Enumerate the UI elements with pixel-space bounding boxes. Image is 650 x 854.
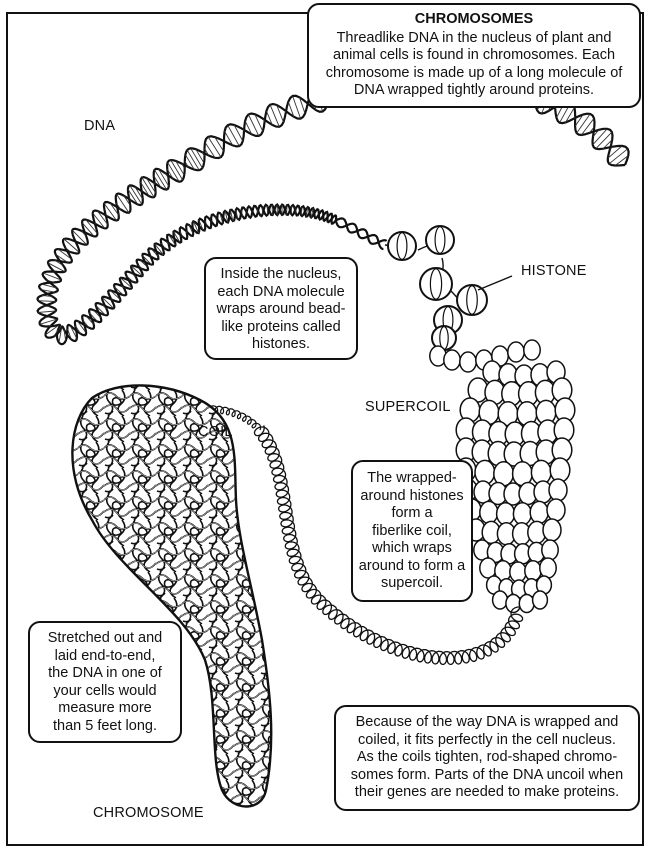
supercoil: [429, 339, 576, 614]
coil-label: COIL: [198, 424, 233, 440]
histone-beads: [387, 225, 488, 351]
chromosome-label: CHROMOSOME: [93, 805, 204, 821]
title-box: CHROMOSOMES Threadlike DNA in the nucleu…: [307, 3, 641, 108]
length-note-text: Stretched out and laid end-to-end, the D…: [47, 630, 163, 734]
page-title: CHROMOSOMES: [414, 11, 534, 27]
length-note-box: Stretched out and laid end-to-end, the D…: [28, 621, 182, 743]
coil-note-box: The wrapped- around histones form a fibe…: [351, 460, 473, 602]
nucleus-note-text: Inside the nucleus, each DNA molecule wr…: [216, 266, 346, 352]
fit-note-text: Because of the way DNA is wrapped and co…: [350, 714, 624, 800]
dna-double-helix-strand-b: [36, 69, 626, 346]
fit-note-box: Because of the way DNA is wrapped and co…: [334, 705, 640, 811]
histone-pointer: [477, 275, 513, 291]
supercoil-label: SUPERCOIL: [365, 399, 451, 415]
coil-note-text: The wrapped- around histones form a fibe…: [358, 470, 466, 591]
intro-text: Threadlike DNA in the nucleus of plant a…: [325, 29, 623, 99]
histone-label: HISTONE: [521, 263, 587, 279]
chromosome-body: [71, 384, 273, 808]
nucleus-note-box: Inside the nucleus, each DNA molecule wr…: [204, 257, 358, 360]
dna-label: DNA: [84, 118, 116, 134]
coil-fiber: [253, 425, 524, 666]
dna-double-helix-strand-a: [36, 69, 630, 343]
